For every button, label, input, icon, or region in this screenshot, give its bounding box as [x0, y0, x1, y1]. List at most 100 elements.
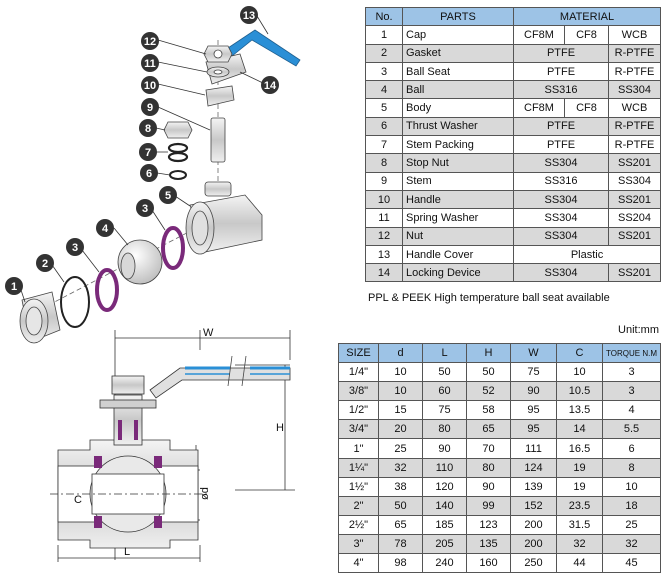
parts-cell-name: Cap	[402, 25, 514, 45]
parts-cell-material: SS304	[513, 189, 609, 210]
size-cell: 25	[378, 438, 423, 459]
size-cell: 99	[466, 495, 511, 516]
callout-14: 14	[261, 76, 279, 94]
size-cell: 4"	[338, 553, 379, 574]
size-cell: 200	[510, 533, 557, 555]
size-cell: 4	[602, 400, 661, 421]
size-cell: 1/4"	[338, 362, 379, 383]
size-header-cell: W	[510, 342, 557, 364]
parts-cell-material: SS201	[607, 263, 662, 283]
size-cell: 124	[510, 457, 557, 478]
size-cell: 38	[378, 476, 423, 497]
size-header-cell: H	[466, 342, 511, 364]
parts-cell-material: PTFE	[513, 61, 609, 82]
size-cell: 1"	[338, 438, 379, 459]
size-cell: 25	[602, 514, 661, 535]
parts-cell-material: SS316	[513, 171, 609, 191]
callouts: 13 12 14 11 10 9 8 7 6 5 4 3 3 2 1	[5, 6, 279, 295]
size-cell: 111	[510, 438, 557, 459]
parts-cell-material: R-PTFE	[607, 61, 662, 82]
size-cell: 50	[378, 495, 423, 516]
size-cell: 44	[556, 553, 603, 574]
parts-cell-material: PTFE	[513, 43, 609, 63]
size-cell: 75	[510, 362, 557, 383]
callout-1: 1	[5, 277, 23, 295]
parts-cell-name: Handle Cover	[402, 244, 514, 265]
size-header-cell: C	[556, 342, 603, 364]
dim-w-label: W	[203, 327, 214, 339]
svg-text:13: 13	[243, 10, 255, 22]
parts-cell-material: CF8	[564, 98, 609, 118]
parts-cell-material: CF8M	[513, 25, 565, 45]
size-cell: 95	[510, 400, 557, 421]
callout-6: 6	[140, 164, 158, 182]
size-cell: 75	[422, 400, 467, 421]
callout-9: 9	[141, 98, 159, 116]
dimension-view	[50, 330, 295, 562]
size-cell: 14	[556, 419, 603, 440]
size-cell: 19	[556, 476, 603, 497]
size-cell: 60	[422, 381, 467, 402]
callout-11: 11	[141, 54, 159, 72]
size-cell: 110	[422, 457, 467, 478]
size-cell: 160	[466, 553, 511, 574]
size-cell: 185	[422, 514, 467, 535]
size-cell: 16.5	[556, 438, 603, 459]
parts-cell-no: 12	[365, 226, 403, 246]
parts-cell-name: Spring Washer	[402, 208, 514, 228]
size-cell: 32	[602, 533, 661, 555]
size-cell: 45	[602, 553, 661, 574]
size-cell: 205	[422, 533, 467, 555]
size-cell: 200	[510, 514, 557, 535]
callout-5: 5	[159, 186, 177, 204]
size-header-cell: d	[378, 342, 423, 364]
size-cell: 240	[422, 553, 467, 574]
parts-cell-material: Plastic	[512, 244, 662, 265]
callout-7: 7	[139, 143, 157, 161]
svg-text:3: 3	[142, 203, 148, 215]
body-part	[185, 181, 263, 255]
parts-cell-material: SS304	[607, 80, 662, 100]
size-cell: 10	[556, 362, 603, 383]
parts-cell-material: CF8	[564, 25, 609, 45]
stem-part	[210, 117, 226, 163]
callout-13: 13	[240, 6, 258, 24]
parts-cell-material: SS201	[607, 153, 662, 173]
parts-cell-material: SS204	[607, 208, 662, 228]
svg-text:4: 4	[102, 223, 109, 235]
size-cell: 140	[422, 495, 467, 516]
locking-device-part	[205, 85, 235, 107]
size-cell: 1/2"	[338, 400, 379, 421]
parts-header-no: No.	[365, 6, 403, 27]
size-cell: 139	[510, 476, 557, 497]
size-cell: 50	[422, 362, 467, 383]
size-cell: 80	[466, 457, 511, 478]
parts-cell-no: 7	[365, 135, 403, 155]
size-cell: 10	[378, 362, 423, 383]
size-header-cell: SIZE	[338, 342, 379, 364]
parts-cell-no: 11	[365, 208, 403, 228]
dim-h-label: H	[276, 422, 284, 434]
size-cell: 20	[378, 419, 423, 440]
parts-cell-no: 3	[365, 61, 403, 82]
callout-2: 2	[36, 254, 54, 272]
parts-cell-no: 14	[365, 263, 403, 283]
size-cell: 90	[422, 438, 467, 459]
parts-cell-no: 2	[365, 43, 403, 63]
parts-cell-material: PTFE	[513, 135, 609, 155]
